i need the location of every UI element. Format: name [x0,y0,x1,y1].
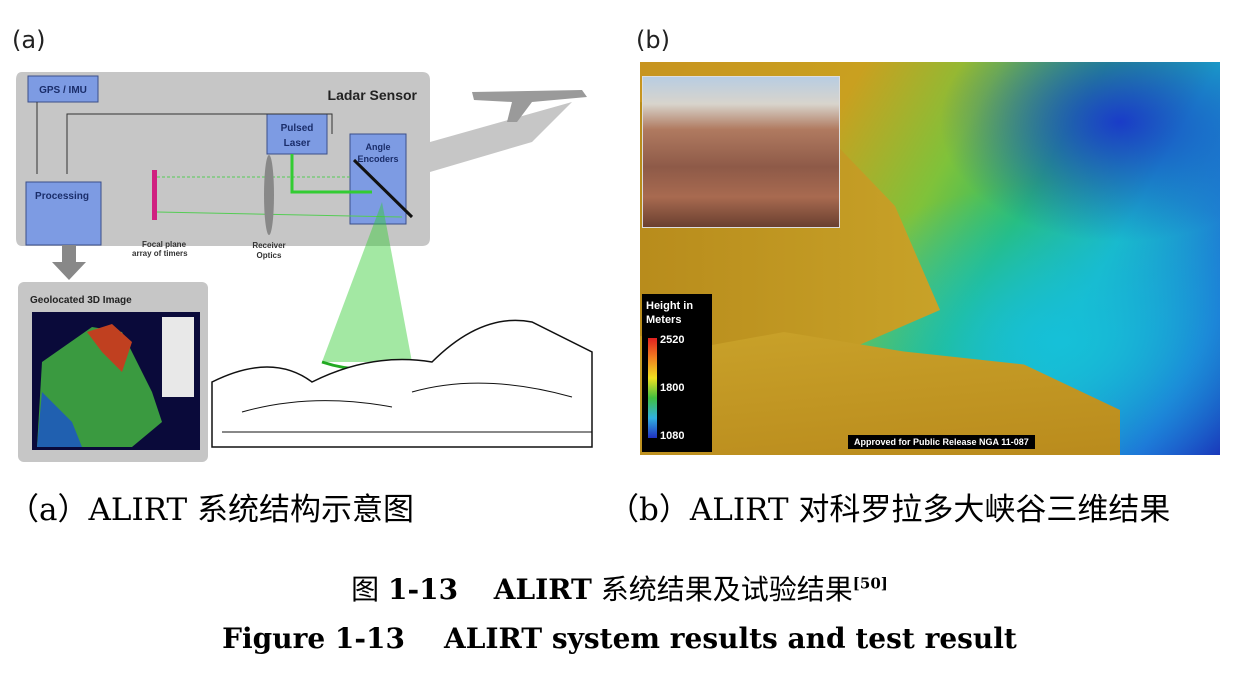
height-legend: Height in Meters 2520 1800 1080 [642,294,712,452]
receiver-optics-label: Receiver [252,241,285,250]
alirt-system-diagram: GPS / IMU Ladar Sensor Pulsed Laser Angl… [12,62,597,467]
approval-note: Approved for Public Release NGA 11-087 [848,435,1035,449]
legend-title: Height in [646,300,694,312]
caption-a: （a）ALIRT 系统结构示意图 [8,492,415,528]
pulsed-laser-label-2: Laser [284,138,311,149]
figure-number: 1-13 [388,573,459,606]
ladar-sensor-title: Ladar Sensor [328,87,418,103]
legend-title-2: Meters [646,314,682,326]
angle-encoders-label-2: Encoders [357,154,398,164]
processing-label: Processing [35,191,89,202]
figure-prefix: 图 [351,573,380,606]
geolocated-label: Geolocated 3D Image [30,295,132,306]
airplane-icon [472,90,587,122]
angle-encoders-label: Angle [365,142,390,152]
grand-canyon-photo-inset [642,76,840,228]
figure-caption-zh: 图 1-13 ALIRT 系统结果及试验结果[50] [0,568,1239,608]
focal-plane-label-2: array of timers [132,249,188,258]
figure-title-zh: 系统结果及试验结果 [600,573,853,606]
panel-b-label: (b) [636,26,670,54]
caption-b: （b）ALIRT 对科罗拉多大峡谷三维结果 [608,492,1171,528]
figure-title-bold: ALIRT [493,573,592,606]
focal-plane-label: Focal plane [142,240,187,249]
receiver-optics-label-2: Optics [257,251,282,260]
grand-canyon-3d-result: Height in Meters 2520 1800 1080 Approved … [640,62,1220,455]
legend-tick-max: 2520 [660,334,685,346]
pulsed-laser-label: Pulsed [281,123,314,134]
legend-tick-mid: 1800 [660,382,685,394]
color-scale-bar [648,338,657,438]
legend-tick-min: 1080 [660,430,685,442]
reference-marker: [50] [852,574,888,593]
figure-caption-en: Figure 1-13 ALIRT system results and tes… [222,622,1017,655]
panel-a-label: (a) [12,26,46,54]
gps-imu-label: GPS / IMU [39,85,87,96]
